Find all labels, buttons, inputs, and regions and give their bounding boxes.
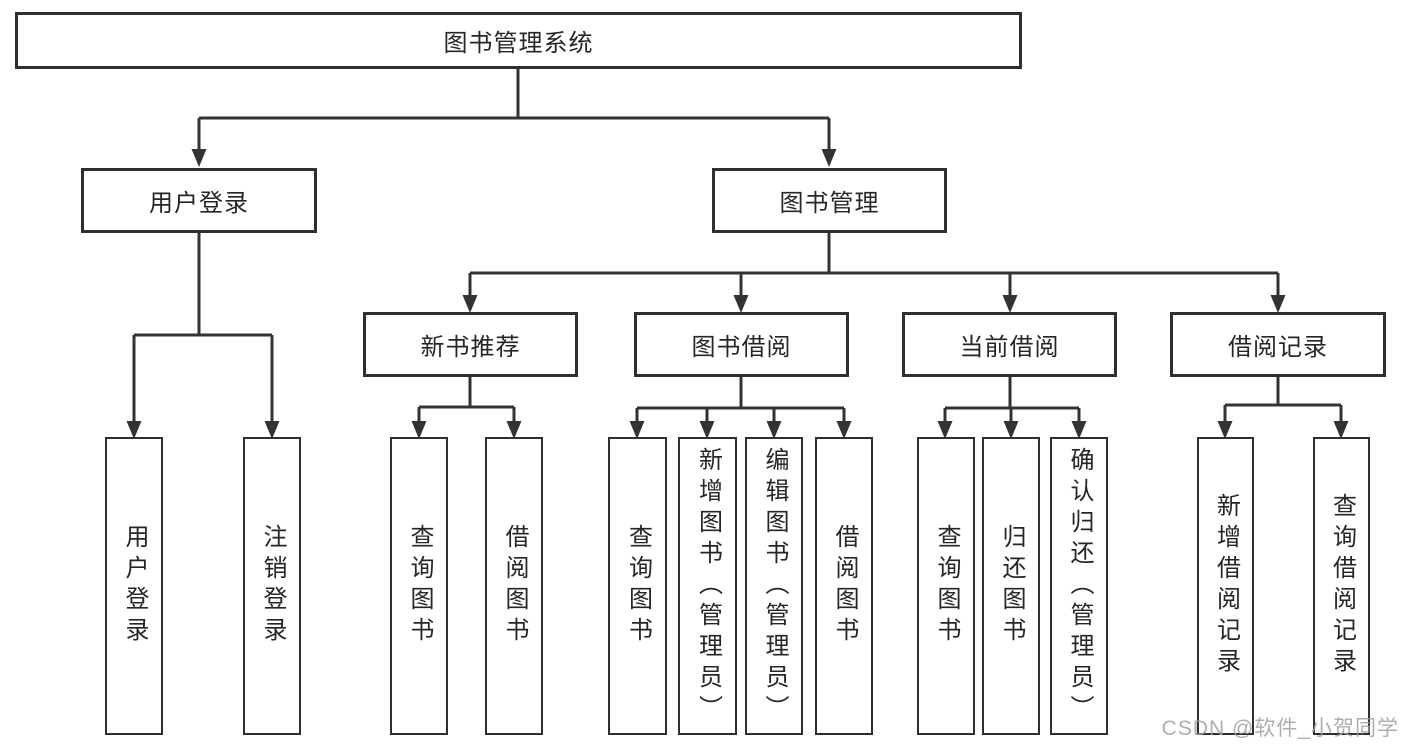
connector-newbookrec-to-leaves: [411, 377, 522, 439]
leaf-edit-book-admin-label: 编辑图书（管理员）: [761, 446, 788, 726]
leaf-borrow-book-label: 借阅图书: [831, 524, 858, 648]
leaf-edit-book-admin: 编辑图书（管理员）: [745, 437, 803, 735]
csdn-watermark: CSDN @软件_小贺同学: [1161, 717, 1399, 740]
leaf-logout: 注销登录: [243, 437, 301, 735]
connector-currentborrow-to-leaves: [937, 377, 1087, 439]
leaf-return-book: 归还图书: [982, 437, 1040, 735]
leaf-confirm-return-admin: 确认归还（管理员）: [1050, 437, 1108, 735]
node-current-borrow: 当前借阅: [902, 312, 1117, 377]
leaf-add-borrow-record: 新增借阅记录: [1197, 437, 1254, 735]
node-borrow-record: 借阅记录: [1170, 312, 1386, 377]
node-new-book-recommend: 新书推荐: [363, 312, 578, 377]
node-book-management-label: 图书管理: [779, 190, 880, 217]
node-root: 图书管理系统: [15, 12, 1022, 69]
leaf-query-book-borrow: 查询图书: [608, 437, 667, 735]
leaf-add-borrow-record-label: 新增借阅记录: [1212, 493, 1240, 679]
node-borrow-record-label: 借阅记录: [1228, 334, 1328, 361]
node-book-borrow-label: 图书借阅: [691, 334, 792, 361]
connector-bookborrow-to-leaves: [629, 377, 852, 439]
leaf-user-login-label: 用户登录: [121, 524, 148, 648]
leaf-borrow-book: 借阅图书: [815, 437, 873, 735]
node-book-management: 图书管理: [712, 168, 947, 233]
leaf-query-book-borrow-label: 查询图书: [624, 524, 652, 648]
connector-bookmgmt-to-level3: [462, 232, 1286, 313]
leaf-query-book-recommend-label: 查询图书: [406, 524, 433, 648]
leaf-logout-label: 注销登录: [259, 524, 286, 648]
node-book-borrow: 图书借阅: [634, 312, 849, 377]
leaf-user-login: 用户登录: [105, 437, 163, 735]
node-user-login: 用户登录: [81, 168, 317, 233]
leaf-query-book-recommend: 查询图书: [390, 437, 448, 735]
leaf-add-book-admin-label: 新增图书（管理员）: [694, 446, 722, 726]
leaf-query-book-current-label: 查询图书: [933, 524, 960, 648]
node-user-login-label: 用户登录: [149, 190, 249, 217]
connector-root-to-level2: [191, 68, 837, 167]
leaf-query-borrow-record: 查询借阅记录: [1313, 437, 1370, 735]
connector-userlogin-to-leaves: [126, 232, 280, 439]
node-root-label: 图书管理系统: [443, 30, 594, 57]
connector-borrowrecord-to-leaves: [1217, 377, 1349, 439]
leaf-borrow-book-recommend: 借阅图书: [485, 437, 543, 735]
node-current-borrow-label: 当前借阅: [959, 334, 1060, 361]
leaf-confirm-return-admin-label: 确认归还（管理员）: [1066, 446, 1093, 726]
node-new-book-recommend-label: 新书推荐: [420, 334, 521, 361]
leaf-borrow-book-recommend-label: 借阅图书: [501, 524, 528, 648]
leaf-add-book-admin: 新增图书（管理员）: [678, 437, 737, 735]
leaf-query-borrow-record-label: 查询借阅记录: [1328, 493, 1356, 679]
leaf-return-book-label: 归还图书: [998, 524, 1025, 648]
leaf-query-book-current: 查询图书: [917, 437, 975, 735]
